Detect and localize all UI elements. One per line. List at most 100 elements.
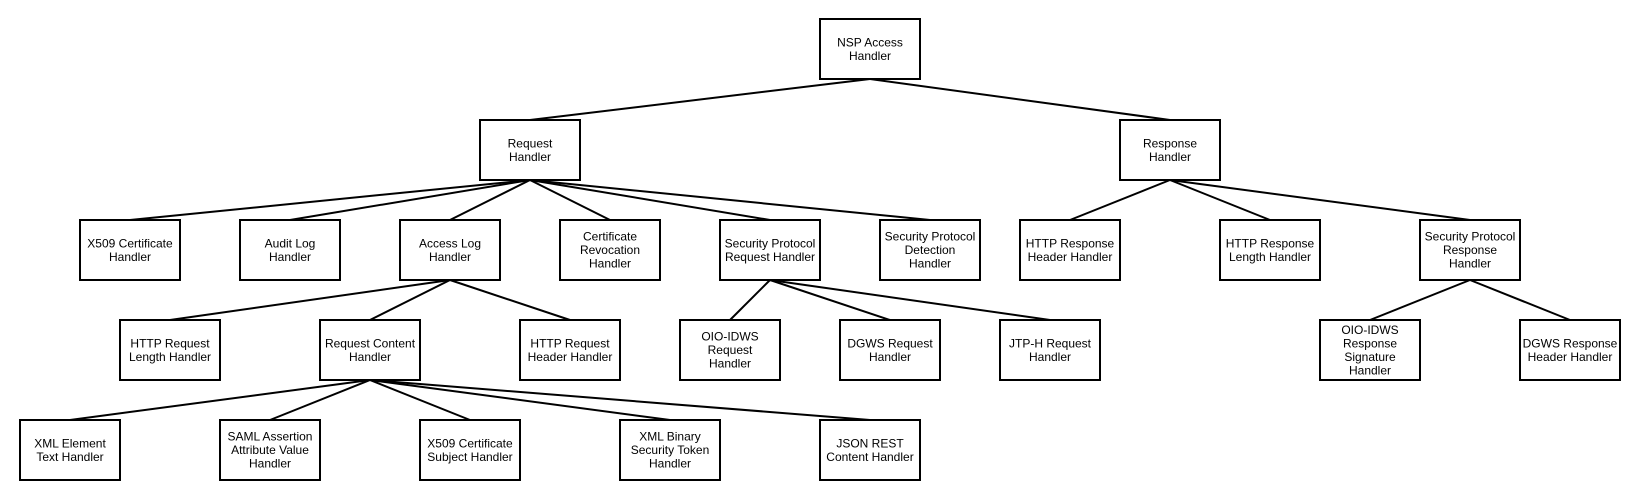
node-label-line: Length Handler (129, 350, 211, 364)
node-box (479, 119, 581, 181)
node-label-line: Handler (349, 350, 391, 364)
edge-access-log-handler-to-http-request-length-handler (169, 279, 451, 321)
node-box (1119, 119, 1221, 181)
node-label-line: JTP-H Request (1009, 336, 1092, 350)
node-box (879, 219, 981, 281)
node-label-line: DGWS Request (847, 336, 933, 350)
edge-request-content-handler-to-xml-element-text-handler (69, 379, 371, 421)
node-box (1519, 319, 1621, 381)
node-label-line: Handler (909, 257, 951, 271)
node-label-line: Handler (249, 457, 291, 471)
node-label-line: JSON REST (836, 436, 904, 450)
node-label-line: Certificate (583, 230, 637, 244)
node-label-line: Revocation (580, 243, 640, 257)
edge-request-content-handler-to-saml-assertion-attribute-value-handler (269, 379, 371, 421)
node-label-line: Handler (269, 250, 311, 264)
node-box (839, 319, 941, 381)
edge-nsp-access-handler-to-request-handler (529, 78, 871, 121)
node-label-line: Detection (905, 243, 956, 257)
node-box (1019, 219, 1121, 281)
node-label-line: Handler (709, 357, 751, 371)
node-label-line: X509 Certificate (87, 236, 173, 250)
node-label-line: Response (1143, 136, 1197, 150)
node-label-line: Handler (1149, 150, 1191, 164)
edge-request-handler-to-certificate-revocation-handler (529, 179, 611, 221)
edge-request-handler-to-security-protocol-request-handler (529, 179, 771, 221)
node-label-line: HTTP Response (1026, 236, 1115, 250)
node-label-line: Handler (649, 457, 691, 471)
edge-response-handler-to-http-response-length-handler (1169, 179, 1271, 221)
node-label-line: Security Protocol (725, 236, 816, 250)
edge-access-log-handler-to-http-request-header-handler (449, 279, 571, 321)
node-label-line: Security Protocol (885, 230, 976, 244)
node-label-line: Handler (849, 49, 891, 63)
node-box (119, 319, 221, 381)
node-label-line: XML Binary (639, 430, 701, 444)
node-label-line: Content Handler (826, 450, 913, 464)
edge-request-content-handler-to-json-rest-content-handler (369, 379, 871, 421)
node-box (419, 419, 521, 481)
node-label-line: OIO-IDWS (1341, 323, 1398, 337)
edge-security-protocol-response-handler-to-oio-idws-response-signature-handler (1369, 279, 1471, 321)
node-label-line: Audit Log (265, 236, 316, 250)
node-label-line: Length Handler (1229, 250, 1311, 264)
node-box (519, 319, 621, 381)
node-label-line: Request (708, 343, 753, 357)
node-label-line: Handler (509, 150, 551, 164)
node-box (19, 419, 121, 481)
node-label-line: Text Handler (36, 450, 103, 464)
node-label-line: SAML Assertion (228, 430, 313, 444)
node-label-line: HTTP Request (530, 336, 610, 350)
node-label-line: Header Handler (1528, 350, 1613, 364)
node-label-line: Subject Handler (427, 450, 512, 464)
node-box (1319, 319, 1421, 381)
node-label-line: Access Log (419, 236, 481, 250)
node-box (1419, 219, 1521, 281)
node-label-line: Security Protocol (1425, 230, 1516, 244)
edge-request-handler-to-access-log-handler (449, 179, 531, 221)
edge-request-handler-to-x509-certificate-handler (129, 179, 531, 221)
node-box (1219, 219, 1321, 281)
node-box (719, 219, 821, 281)
edge-response-handler-to-security-protocol-response-handler (1169, 179, 1471, 221)
node-label-line: Handler (109, 250, 151, 264)
edge-response-handler-to-http-response-header-handler (1069, 179, 1171, 221)
edge-request-handler-to-audit-log-handler (289, 179, 531, 221)
node-box (239, 219, 341, 281)
node-box (319, 319, 421, 381)
node-label-line: X509 Certificate (427, 436, 513, 450)
